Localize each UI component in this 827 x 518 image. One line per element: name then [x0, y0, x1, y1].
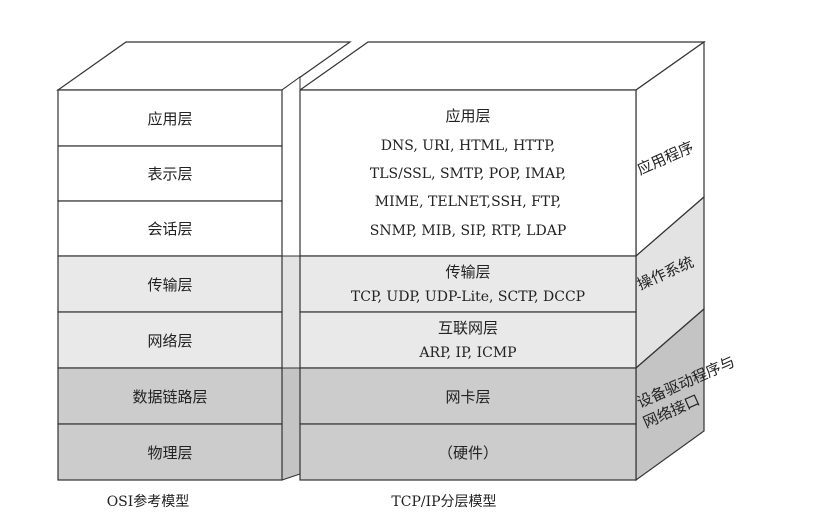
- osi-label-transport: 传输层: [147, 276, 192, 294]
- tcpip-transport-protocols: TCP, UDP, UDP-Lite, SCTP, DCCP: [351, 289, 585, 305]
- tcpip-app-protocols-line4: SNMP, MIB, SIP, RTP, LDAP: [370, 223, 567, 239]
- tcpip-top-face: [298, 41, 706, 91]
- tcpip-internet-protocols: ARP, IP, ICMP: [418, 345, 516, 361]
- tcpip-app-protocols-line2: TLS/SSL, SMTP, POP, IMAP,: [370, 166, 566, 182]
- osi-label-network: 网络层: [147, 332, 192, 350]
- osi-layer-physical: [57, 423, 283, 481]
- tcpip-label-link: 网卡层: [445, 388, 490, 406]
- osi-label-session: 会话层: [147, 220, 192, 238]
- tcpip-layer-application: [299, 89, 637, 257]
- tcpip-app-protocols-line1: DNS, URI, HTML, HTTP,: [381, 138, 556, 154]
- tcpip-layer-hardware: [299, 423, 637, 481]
- osi-model-caption: OSI参考模型: [107, 493, 190, 510]
- osi-stack: 应用层 表示层 会话层 传输层 网络层 数据链路层 物理层: [57, 89, 283, 481]
- osi-layer-network: [57, 311, 283, 369]
- osi-layer-presentation: [57, 145, 283, 202]
- tcpip-app-protocols-line3: MIME, TELNET,SSH, FTP,: [375, 194, 562, 210]
- osi-label-application: 应用层: [147, 110, 192, 128]
- tcpip-stack: 应用层 DNS, URI, HTML, HTTP, TLS/SSL, SMTP,…: [299, 89, 637, 481]
- osi-layer-session: [57, 200, 283, 257]
- osi-label-presentation: 表示层: [147, 165, 192, 183]
- osi-label-datalink: 数据链路层: [132, 388, 207, 406]
- osi-layer-transport: [57, 255, 283, 313]
- tcpip-label-transport: 传输层: [445, 263, 490, 281]
- tcpip-side-face: [635, 40, 705, 482]
- tcpip-layer-internet: [299, 311, 637, 369]
- tcpip-label-hardware: （硬件）: [438, 444, 498, 462]
- osi-top-face: [56, 41, 352, 91]
- tcpip-model-caption: TCP/IP分层模型: [391, 494, 496, 510]
- osi-side-face: [281, 76, 301, 481]
- tcpip-layer-link: [299, 367, 637, 425]
- osi-layer-datalink: [57, 367, 283, 425]
- tcpip-label-internet: 互联网层: [438, 319, 498, 337]
- tcpip-label-application: 应用层: [445, 107, 490, 125]
- osi-label-physical: 物理层: [147, 444, 192, 462]
